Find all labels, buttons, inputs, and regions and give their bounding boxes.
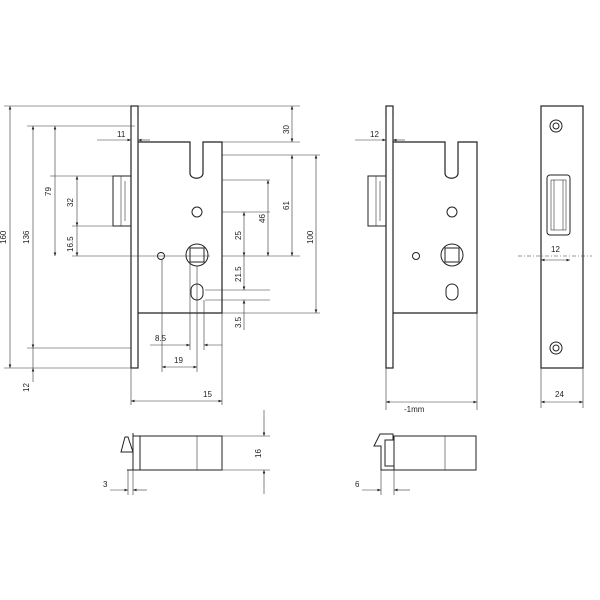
side-view-secondary: 12 -1mm bbox=[355, 105, 478, 414]
dim-3: 3 bbox=[103, 480, 108, 489]
dim-160: 160 bbox=[0, 230, 8, 244]
lock-body bbox=[393, 141, 478, 314]
dim-1mm: -1mm bbox=[404, 405, 425, 414]
dim-12-front: 12 bbox=[551, 245, 560, 254]
dim-46: 46 bbox=[258, 214, 267, 223]
dim-25: 25 bbox=[234, 231, 243, 240]
square-follower bbox=[444, 247, 460, 263]
side-view-dimensions: 160 136 79 32 16.5 12 11 30 61 46 bbox=[0, 105, 320, 405]
dim-19: 19 bbox=[174, 356, 183, 365]
dim-21-5: 21.5 bbox=[234, 266, 243, 282]
screw-hole bbox=[412, 252, 420, 260]
dim-8-5: 8.5 bbox=[155, 334, 167, 343]
dim-3-5: 3.5 bbox=[234, 316, 243, 328]
dim-24: 24 bbox=[555, 390, 564, 399]
dim-32: 32 bbox=[66, 198, 75, 207]
latch-opening bbox=[546, 174, 571, 236]
dim-100: 100 bbox=[306, 230, 315, 244]
faceplate bbox=[130, 105, 139, 369]
dim-11: 11 bbox=[117, 130, 126, 139]
latch-bottom-view-2: 6 bbox=[355, 433, 477, 495]
dim-15: 15 bbox=[203, 390, 212, 399]
dim-30: 30 bbox=[282, 125, 291, 134]
dim-16: 16 bbox=[254, 449, 263, 458]
front-view: 12 24 bbox=[518, 105, 592, 408]
lock-body bbox=[138, 141, 223, 314]
latch-bottom-view-1: 16 3 bbox=[103, 410, 270, 495]
dim-6: 6 bbox=[355, 480, 360, 489]
latch-bolt bbox=[367, 175, 386, 227]
latch-body-plan bbox=[393, 435, 477, 471]
square-follower bbox=[189, 247, 205, 263]
dim-12-bottom: 12 bbox=[22, 383, 31, 392]
dim-16-5: 16.5 bbox=[66, 236, 75, 252]
dim-12-top: 12 bbox=[370, 130, 379, 139]
screw-hole bbox=[191, 206, 203, 218]
dim-61: 61 bbox=[282, 201, 291, 210]
side-view-main bbox=[112, 105, 223, 369]
dim-136: 136 bbox=[22, 230, 31, 244]
screw-hole bbox=[446, 206, 458, 218]
faceplate-front bbox=[540, 105, 584, 369]
dim-79: 79 bbox=[44, 187, 53, 196]
latch-body-plan bbox=[139, 435, 223, 471]
faceplate bbox=[385, 105, 394, 369]
slot-hole bbox=[445, 283, 459, 301]
latch-bolt bbox=[112, 175, 131, 227]
